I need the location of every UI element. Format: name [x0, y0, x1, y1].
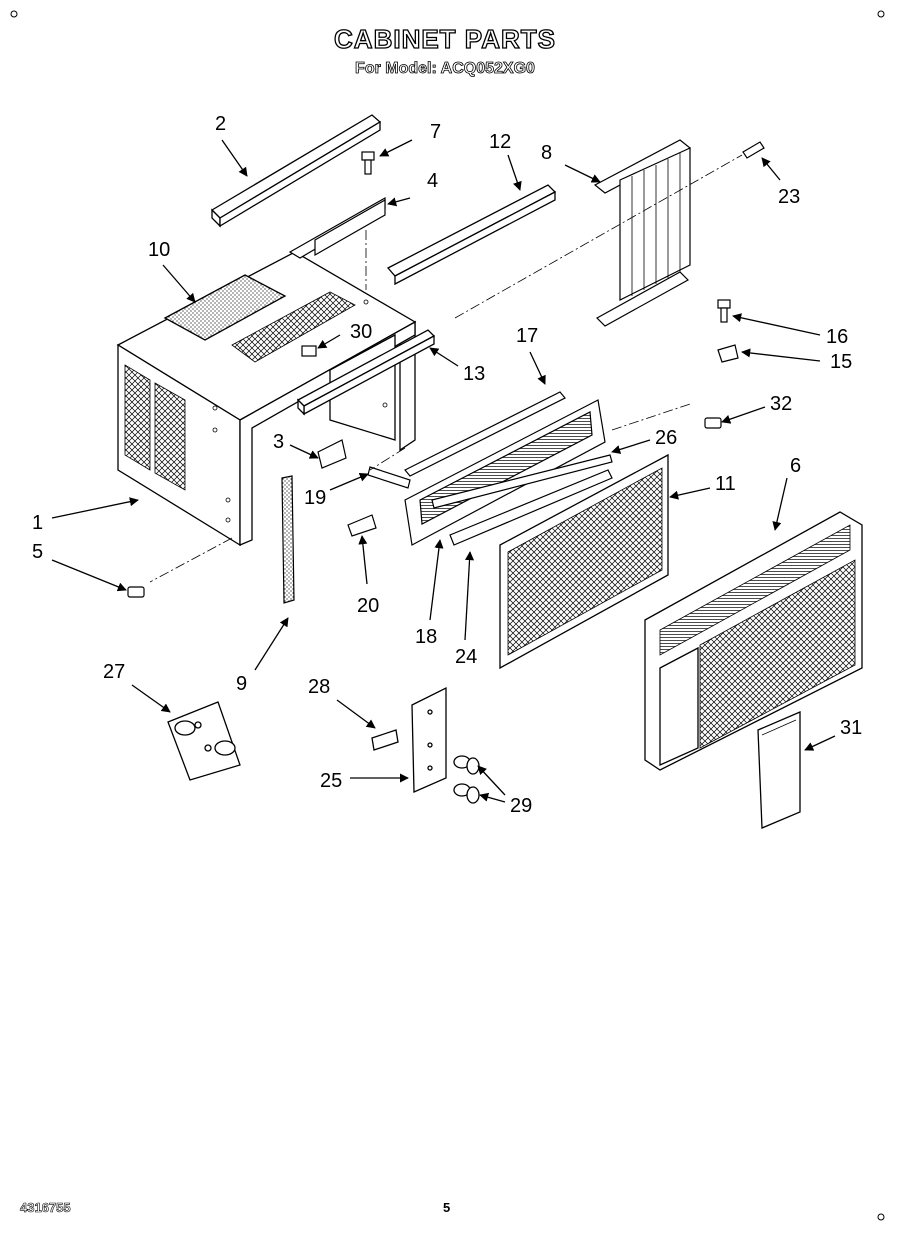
- callout-12: 12: [489, 131, 511, 153]
- cabinet-part: [116, 251, 417, 547]
- screw-part-5: [127, 586, 145, 598]
- callout-2: 2: [215, 113, 226, 135]
- callout-17: 17: [516, 325, 538, 347]
- front-rail-part-13: [296, 329, 436, 416]
- top-rail-part-2: [210, 114, 382, 228]
- callout-numbers: 2 7 4 12 8 23 10 30 13 17 16 15 32 26 11…: [32, 113, 862, 817]
- callout-19: 19: [304, 487, 326, 509]
- callout-13: 13: [463, 363, 485, 385]
- knobs-part-29: [453, 755, 480, 804]
- screw-part-16: [717, 299, 731, 323]
- control-bracket-part-25: [411, 686, 447, 793]
- callout-23: 23: [778, 186, 800, 208]
- callout-31: 31: [840, 717, 862, 739]
- callout-10: 10: [148, 239, 170, 261]
- screw-part-30: [301, 345, 317, 357]
- callout-27: 27: [103, 661, 125, 683]
- callout-32: 32: [770, 393, 792, 415]
- assembly-lines: [149, 154, 743, 583]
- strip-part-24: [449, 469, 613, 546]
- leader-arrows: [51, 139, 836, 803]
- clip-part-3: [317, 439, 347, 469]
- callout-18: 18: [415, 626, 437, 648]
- callout-25: 25: [320, 770, 342, 792]
- vertical-seal-part-9: [281, 475, 295, 604]
- switch-part-28: [371, 729, 399, 751]
- bracket-part-15: [717, 344, 739, 363]
- rail-part-12: [386, 184, 557, 286]
- screw-part-7: [361, 151, 375, 175]
- callout-8: 8: [541, 142, 552, 164]
- callout-15: 15: [830, 351, 852, 373]
- air-filter-part-11: [499, 453, 669, 670]
- callout-4: 4: [427, 170, 438, 192]
- side-curtain-part-8: [593, 139, 692, 327]
- callout-3: 3: [273, 431, 284, 453]
- screw-part-32: [704, 417, 722, 429]
- front-panel-part-6: [644, 511, 863, 771]
- callout-1: 1: [32, 512, 43, 534]
- callout-24: 24: [455, 646, 477, 668]
- page-number: 5: [443, 1200, 451, 1215]
- callout-28: 28: [308, 676, 330, 698]
- document-number: 4316755: [20, 1200, 71, 1216]
- callout-9: 9: [236, 673, 247, 695]
- callout-6: 6: [790, 455, 801, 477]
- screw-part-23: [742, 141, 765, 159]
- callout-16: 16: [826, 326, 848, 348]
- callout-26: 26: [655, 427, 677, 449]
- access-door-part-31: [757, 711, 801, 829]
- mounting-bracket-part-27: [167, 701, 241, 781]
- page-title: CABINET PARTS: [333, 23, 556, 54]
- callout-29: 29: [510, 795, 532, 817]
- top-bracket-part-4: [288, 196, 386, 259]
- strip-part-26: [431, 454, 613, 509]
- model-subtitle: For Model: ACQ052XG0: [355, 60, 536, 78]
- callout-7: 7: [430, 121, 441, 143]
- callout-11: 11: [715, 473, 736, 495]
- callout-5: 5: [32, 541, 43, 563]
- latch-part-20: [347, 514, 377, 537]
- corner-marks: [10, 10, 885, 1221]
- callout-20: 20: [357, 595, 379, 617]
- callout-30: 30: [350, 321, 372, 343]
- lever-part-19: [367, 466, 411, 489]
- strip-part-17: [404, 391, 566, 477]
